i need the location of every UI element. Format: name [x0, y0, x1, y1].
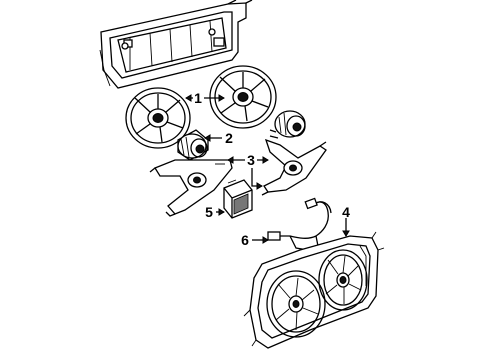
cooling-fan-left [125, 87, 191, 149]
wire-harness [267, 197, 332, 251]
fan-bracket-right [261, 138, 327, 196]
fan-motor-left [177, 129, 209, 161]
callout-1: 1 [194, 90, 202, 106]
cooling-fan-right [209, 65, 277, 129]
callout-6: 6 [241, 232, 249, 248]
fan-motor-right [269, 110, 306, 139]
fan-bracket-left [149, 159, 233, 217]
callout-4: 4 [342, 204, 350, 220]
fan-relay [223, 179, 253, 219]
callout-2: 2 [225, 130, 233, 146]
callout-leaders [185, 94, 350, 244]
fan-module-assembly [243, 231, 385, 349]
callout-5: 5 [205, 204, 213, 220]
callout-3: 3 [247, 152, 255, 168]
radiator-support-frame [99, 0, 253, 89]
